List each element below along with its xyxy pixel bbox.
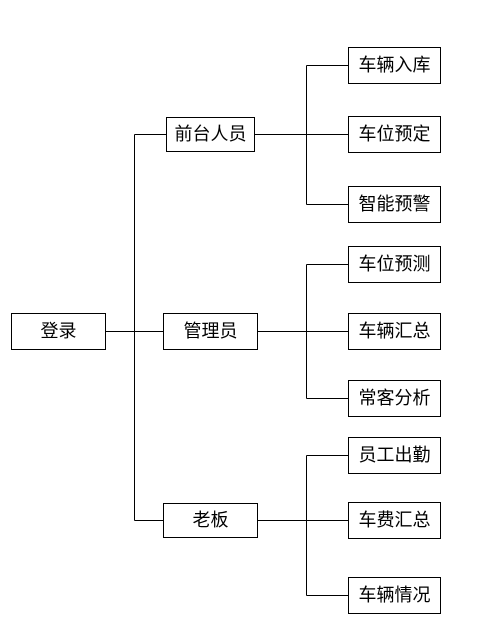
role-node-2: 管理员 xyxy=(163,313,258,350)
connectors-root xyxy=(105,134,167,521)
function-node-box xyxy=(348,186,441,223)
role-node-box xyxy=(166,117,255,152)
function-node-label: 车费汇总 xyxy=(359,510,431,531)
function-node-box xyxy=(348,47,441,84)
function-node-box xyxy=(348,437,441,474)
function-node-label: 车位预测 xyxy=(359,254,431,275)
role-node-1: 前台人员 xyxy=(166,117,255,152)
connectors-role-2 xyxy=(257,264,349,399)
connectors-role-1 xyxy=(254,65,349,205)
function-node-box xyxy=(348,246,441,283)
function-node-label: 车辆入库 xyxy=(359,55,431,76)
connectors-role-3 xyxy=(257,455,349,596)
function-node-label: 车辆汇总 xyxy=(359,321,431,342)
function-node-box xyxy=(348,380,441,417)
function-node-label: 车位预定 xyxy=(359,124,431,145)
function-node-2-3: 常客分析 xyxy=(348,380,441,417)
function-node-box xyxy=(348,502,441,539)
function-node-box xyxy=(348,116,441,153)
function-node-label: 员工出勤 xyxy=(359,445,431,466)
function-node-3-1: 员工出勤 xyxy=(348,437,441,474)
role-node-box xyxy=(163,503,258,538)
role-node-label: 前台人员 xyxy=(175,124,247,145)
role-node-label: 老板 xyxy=(193,510,229,531)
function-node-label: 常客分析 xyxy=(359,388,431,409)
function-node-1-1: 车辆入库 xyxy=(348,47,441,84)
root-node: 登录 xyxy=(11,313,106,350)
function-node-3-3: 车辆情况 xyxy=(348,577,441,614)
root-node-label: 登录 xyxy=(41,321,77,342)
function-node-2-2: 车辆汇总 xyxy=(348,313,441,350)
function-node-1-2: 车位预定 xyxy=(348,116,441,153)
function-node-2-1: 车位预测 xyxy=(348,246,441,283)
function-node-label: 智能预警 xyxy=(359,194,431,215)
root-node-box xyxy=(11,313,106,350)
function-node-box xyxy=(348,313,441,350)
function-node-label: 车辆情况 xyxy=(359,585,431,606)
function-node-1-3: 智能预警 xyxy=(348,186,441,223)
role-node-label: 管理员 xyxy=(184,321,238,342)
role-node-box xyxy=(163,313,258,350)
function-node-3-2: 车费汇总 xyxy=(348,502,441,539)
role-node-3: 老板 xyxy=(163,503,258,538)
function-node-box xyxy=(348,577,441,614)
